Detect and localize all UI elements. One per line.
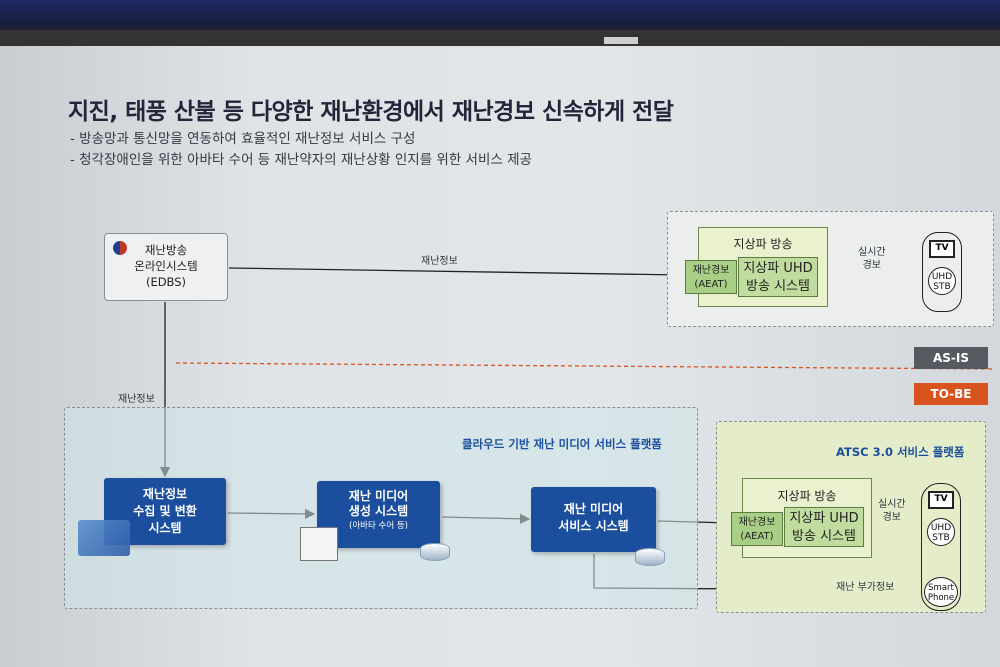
tobe-stb-line1: UHD — [930, 523, 952, 533]
asis-uhd-system-box: 지상파 UHD 방송 시스템 — [738, 257, 818, 297]
smartphone-line2: Phone — [927, 593, 955, 603]
collect-line2: 수집 및 변환 — [133, 504, 197, 518]
asis-stb-line2: STB — [933, 282, 951, 292]
server-stack-icon — [78, 520, 130, 556]
asis-realtime-label: 실시간 경보 — [858, 246, 886, 272]
media-gen-line2: 생성 시스템 — [348, 504, 409, 518]
asis-realtime-line2: 경보 — [862, 260, 881, 271]
tobe-uhd-line1: 지상파 UHD — [789, 511, 859, 526]
media-gen-box: 재난 미디어 생성 시스템 (아바타 수어 등) — [317, 481, 440, 548]
smartphone-icon: Smart Phone — [924, 577, 958, 607]
bullet-1: - 방송망과 통신망을 연동하여 효율적인 재난정보 서비스 구성 — [70, 131, 416, 147]
asis-uhd-line2: 방송 시스템 — [746, 279, 810, 294]
media-gen-line3: (아바타 수어 등) — [349, 521, 408, 531]
media-gen-line1: 재난 미디어 — [348, 489, 409, 503]
asis-aeat-line2: (AEAT) — [694, 279, 728, 290]
edbs-line3: (EDBS) — [145, 275, 187, 289]
edbs-box: 재난방송 온라인시스템 (EDBS) — [104, 233, 228, 301]
tobe-tag: TO-BE — [914, 383, 988, 405]
asis-tv-icon: TV — [929, 240, 955, 258]
avatar-sign-icon — [300, 527, 338, 561]
media-service-db-icon — [635, 548, 665, 566]
tobe-aeat-line1: 재난경보 — [738, 517, 776, 528]
tobe-realtime-line2: 경보 — [882, 512, 901, 523]
tobe-stb-line2: STB — [932, 533, 950, 543]
tobe-aeat-line2: (AEAT) — [740, 531, 774, 542]
media-service-line2: 서비스 시스템 — [558, 519, 629, 533]
tobe-uhd-line2: 방송 시스템 — [792, 529, 856, 544]
media-service-box: 재난 미디어 서비스 시스템 — [531, 487, 656, 552]
asis-uhd-stb-icon: UHD STB — [928, 267, 956, 295]
page-title: 지진, 태풍 산불 등 다양한 재난환경에서 재난경보 신속하게 전달 — [68, 99, 674, 125]
asis-aeat-line1: 재난경보 — [692, 265, 730, 276]
edbs-line2: 온라인시스템 — [134, 259, 198, 273]
tobe-tv-icon: TV — [928, 491, 954, 509]
collect-line1: 재난정보 — [142, 487, 188, 501]
government-emblem-icon — [113, 241, 127, 255]
cloud-platform-title: 클라우드 기반 재난 미디어 서비스 플랫폼 — [462, 437, 662, 451]
tobe-terrestrial-title: 지상파 방송 — [777, 489, 837, 503]
asis-terrestrial-title: 지상파 방송 — [733, 237, 793, 251]
down-arrow-label: 재난정보 — [118, 394, 155, 405]
atsc-title: ATSC 3.0 서비스 플랫폼 — [836, 445, 965, 459]
monitor-frame — [0, 30, 1000, 46]
asis-uhd-line1: 지상파 UHD — [743, 261, 813, 276]
extra-info-label: 재난 부가정보 — [836, 582, 895, 593]
tobe-device-group — [921, 483, 961, 611]
smartphone-line1: Smart — [928, 583, 954, 593]
edbs-line1: 재난방송 — [144, 243, 188, 257]
media-service-line1: 재난 미디어 — [563, 502, 624, 516]
tobe-uhd-stb-icon: UHD STB — [927, 518, 955, 546]
tobe-uhd-system-box: 지상파 UHD 방송 시스템 — [784, 507, 864, 547]
asis-tag: AS-IS — [914, 347, 988, 369]
edbs-arrow-label: 재난정보 — [421, 256, 458, 267]
tobe-realtime-line1: 실시간 — [878, 499, 906, 510]
monitor-label-sticker — [604, 37, 638, 44]
tobe-aeat-box: 재난경보 (AEAT) — [731, 512, 783, 546]
asis-stb-line1: UHD — [931, 272, 953, 282]
tobe-realtime-label: 실시간 경보 — [878, 498, 906, 524]
collect-line3: 시스템 — [148, 521, 182, 535]
bullet-2: - 청각장애인을 위한 아바타 수어 등 재난약자의 재난상황 인지를 위한 서… — [70, 152, 532, 168]
asis-device-group — [922, 232, 962, 312]
media-gen-db-icon — [420, 543, 450, 561]
asis-aeat-box: 재난경보 (AEAT) — [685, 260, 737, 294]
asis-realtime-line1: 실시간 — [858, 247, 886, 258]
